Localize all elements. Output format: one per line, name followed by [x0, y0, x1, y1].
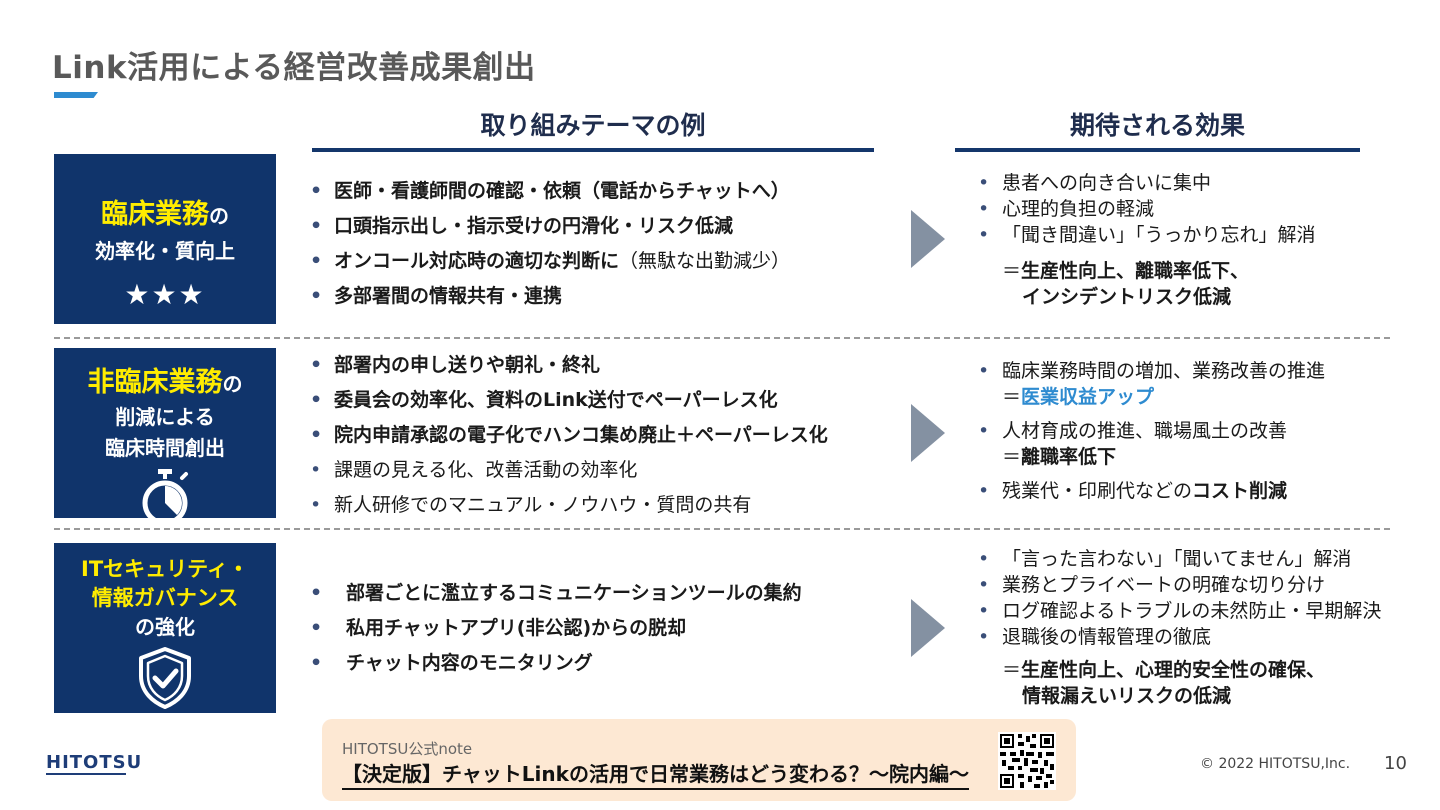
logo-underline — [46, 773, 126, 775]
list-item: 残業代・印刷代などのコスト削減 — [976, 478, 1325, 504]
article-link[interactable]: 【決定版】チャットLinkの活用で日常業務はどう変わる？～院内編～ — [342, 758, 969, 790]
list-item: 業務とプライベートの明確な切り分け — [976, 572, 1381, 598]
list-item: 多部署間の情報共有・連携 — [308, 279, 790, 314]
list-item: 「言った言わない」「聞いてません」解消 — [976, 546, 1381, 572]
column-rule-themes — [312, 148, 874, 152]
theme-title: 臨床業務の — [101, 199, 229, 230]
theme-box-security: ITセキュリティ・ 情報ガバナンス の強化 — [54, 543, 276, 713]
note-article-banner[interactable]: HITOTSU公式note 【決定版】チャットLinkの活用で日常業務はどう変わ… — [322, 719, 1076, 801]
theme-box-nonclinical: 非臨床業務の 削減による 臨床時間創出 — [54, 348, 276, 526]
column-rule-effects — [955, 148, 1360, 152]
list-item: 臨床業務時間の増加、業務改善の推進 — [976, 358, 1325, 384]
stopwatch-icon — [142, 469, 188, 526]
list-item: オンコール対応時の適切な判断に（無駄な出勤減少） — [308, 244, 790, 279]
themes-list-clinical: 医師・看護師間の確認・依頼（電話からチャットへ） 口頭指示出し・指示受けの円滑化… — [308, 174, 790, 314]
banner-label: HITOTSU公式note — [342, 740, 473, 758]
list-item: 院内申請承認の電子化でハンコ集め廃止＋ペーパーレス化 — [308, 418, 828, 453]
company-logo: HITOTSU — [46, 752, 143, 773]
title-accent-bar — [54, 92, 98, 98]
themes-list-nonclinical: 部署内の申し送りや朝礼・終礼 委員会の効率化、資料のLink送付でペーパーレス化… — [308, 348, 828, 523]
effect-equation: ＝離職率低下 — [1002, 446, 1117, 468]
theme-subtitle: の強化 — [135, 615, 195, 639]
theme-subtitle: 削減による — [115, 405, 215, 429]
effects-list-nonclinical: 臨床業務時間の増加、業務改善の推進 ＝医業収益アップ 人材育成の推進、職場風土の… — [976, 358, 1325, 504]
list-item: 新人研修でのマニュアル・ノウハウ・質問の共有 — [308, 488, 828, 523]
theme-title: 非臨床業務の — [87, 367, 243, 398]
arrow-right-icon — [911, 404, 945, 462]
effect-equation: ＝医業収益アップ — [1002, 386, 1155, 408]
list-item: 部署ごとに濫立するコミュニケーションツールの集約 — [308, 576, 802, 611]
list-item: 私用チャットアプリ(非公認)からの脱却 — [308, 611, 802, 646]
arrow-right-icon — [911, 599, 945, 657]
list-item: 委員会の効率化、資料のLink送付でペーパーレス化 — [308, 383, 828, 418]
column-header-effects: 期待される効果 — [1069, 111, 1245, 140]
themes-list-security: 部署ごとに濫立するコミュニケーションツールの集約 私用チャットアプリ(非公認)か… — [308, 576, 802, 681]
list-item: 課題の見える化、改善活動の効率化 — [308, 453, 828, 488]
effect-summary-security: ＝生産性向上、心理的安全性の確保、 情報漏えいリスクの低減 — [1002, 659, 1326, 707]
list-item: 口頭指示出し・指示受けの円滑化・リスク低減 — [308, 209, 790, 244]
effects-list-clinical: 患者への向き合いに集中 心理的負担の軽減 「聞き間違い」「うっかり忘れ」解消 — [976, 170, 1316, 248]
list-item: 医師・看護師間の確認・依頼（電話からチャットへ） — [308, 174, 790, 209]
list-item: 心理的負担の軽減 — [976, 196, 1316, 222]
list-item: 退職後の情報管理の徹底 — [976, 624, 1381, 650]
copyright: © 2022 HITOTSU,Inc. — [1200, 756, 1351, 772]
page-number: 10 — [1384, 753, 1407, 774]
list-item: ログ確認よるトラブルの未然防止・早期解決 — [976, 598, 1381, 624]
row-divider — [54, 528, 1390, 530]
list-item: 患者への向き合いに集中 — [976, 170, 1316, 196]
row-divider — [54, 337, 1390, 339]
arrow-right-icon — [911, 210, 945, 268]
theme-subtitle: 臨床時間創出 — [105, 436, 225, 460]
star-rating-icon: ★★★ — [124, 278, 206, 311]
theme-subtitle: 効率化・質向上 — [95, 239, 235, 263]
shield-check-icon — [139, 647, 191, 709]
theme-title: ITセキュリティ・ — [81, 557, 249, 581]
page-title: Link活用による経営改善成果創出 — [52, 50, 536, 86]
list-item: 部署内の申し送りや朝礼・終礼 — [308, 348, 828, 383]
effects-list-security: 「言った言わない」「聞いてません」解消 業務とプライベートの明確な切り分け ログ… — [976, 546, 1381, 650]
theme-box-clinical: 臨床業務の 効率化・質向上 ★★★ — [54, 154, 276, 324]
column-header-themes: 取り組みテーマの例 — [480, 111, 706, 140]
theme-title: 情報ガバナンス — [91, 586, 239, 610]
qr-code-icon[interactable] — [998, 732, 1056, 790]
list-item: 人材育成の推進、職場風土の改善 — [976, 418, 1325, 444]
list-item: 「聞き間違い」「うっかり忘れ」解消 — [976, 222, 1316, 248]
effect-summary-clinical: ＝生産性向上、離職率低下、 インシデントリスク低減 — [1002, 260, 1250, 308]
list-item: チャット内容のモニタリング — [308, 646, 802, 681]
